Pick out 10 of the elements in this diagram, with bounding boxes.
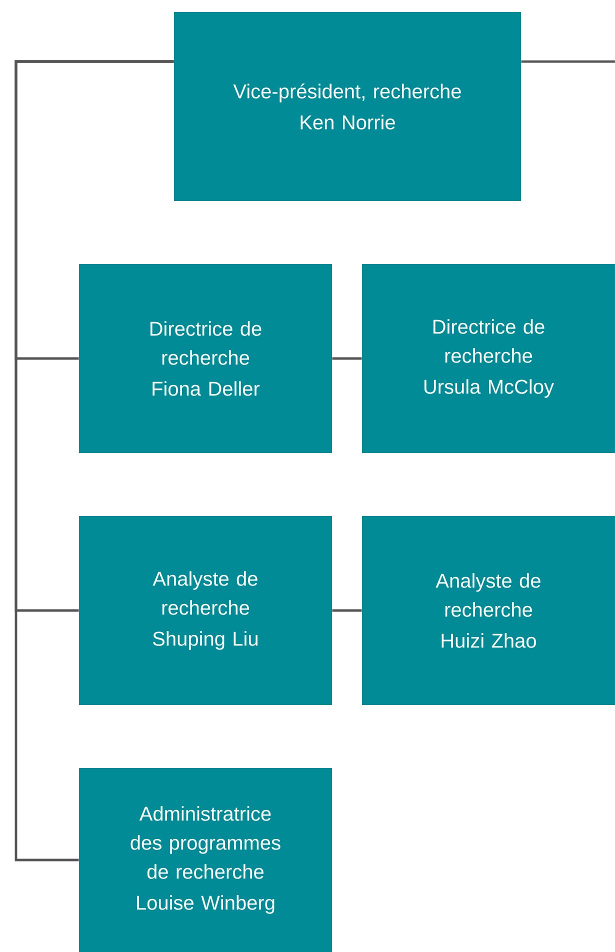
- connector-line: [332, 609, 362, 612]
- connector-line: [521, 60, 615, 63]
- org-box: Analyste de recherche Shuping Liu: [79, 516, 332, 705]
- connector-line: [14, 60, 174, 862]
- org-box: Analyste de recherche Huizi Zhao: [362, 516, 615, 705]
- org-box: Administratrice des programmes de recherche Louise Winberg: [79, 768, 332, 952]
- org-box: Directrice de recherche Fiona Deller: [79, 264, 332, 453]
- org-box: Vice-président, recherche Ken Norrie: [174, 12, 521, 201]
- connector-line: [332, 357, 362, 360]
- org-box: Directrice de recherche Ursula McCloy: [362, 264, 615, 453]
